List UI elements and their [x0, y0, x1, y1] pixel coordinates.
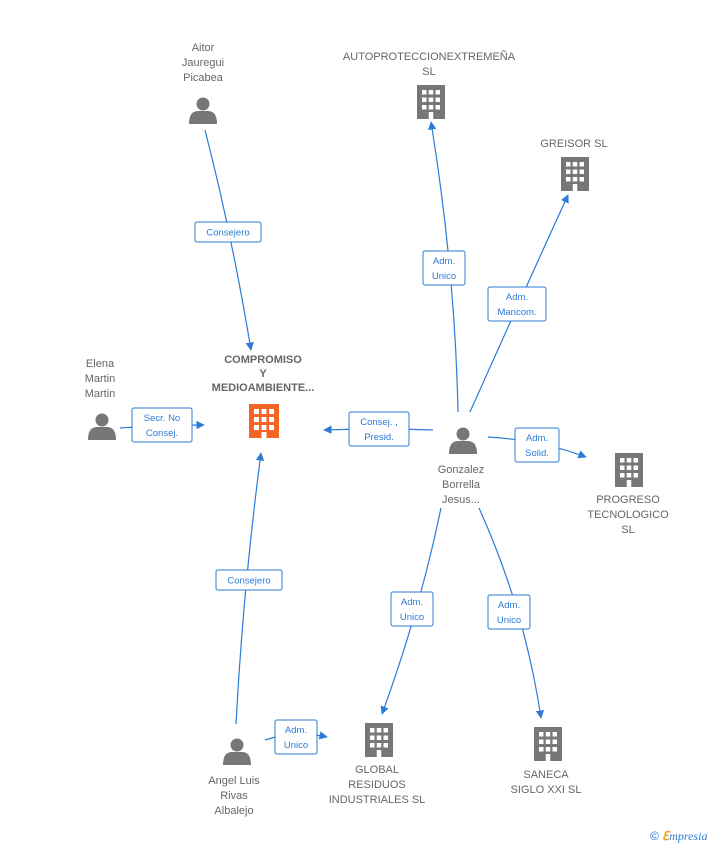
node-saneca[interactable]: SANECA SIGLO XXI SL [511, 727, 582, 796]
edge-label-line: Adm. [506, 292, 528, 303]
edge-label-line: Consejero [206, 228, 249, 239]
node-label-line: PROGRESO [596, 494, 660, 506]
edge-label-line: Unico [432, 271, 456, 282]
edge-label-line: Adm. [498, 600, 520, 611]
edge-label-aitor-main[interactable]: Consejero [194, 221, 262, 243]
building-icon [417, 85, 445, 119]
brand-footer[interactable]: © ℇmpresia [650, 829, 707, 844]
node-label-line: Borrella [442, 479, 481, 491]
node-label-line: SL [422, 66, 435, 78]
node-label-line: Elena [86, 358, 115, 370]
edge-label-line: Unico [497, 615, 521, 626]
edge-label-line: Consejero [227, 576, 270, 587]
node-global[interactable]: GLOBAL RESIDUOS INDUSTRIALES SL [329, 723, 426, 806]
edge-label-line: Unico [400, 612, 424, 623]
edge-label-line: Unico [284, 740, 308, 751]
node-progreso[interactable]: PROGRESO TECNOLOGICO SL [587, 453, 669, 536]
edge-label-line: Consej. , [360, 417, 398, 428]
node-greisor[interactable]: GREISOR SL [540, 138, 608, 191]
node-label-line: MEDIOAMBIENTE... [212, 382, 315, 394]
person-icon [189, 97, 217, 124]
edge-label-elena-main[interactable]: Secr. No Consej. [131, 407, 193, 443]
person-icon [88, 413, 116, 440]
edge-label-line: Adm. [401, 597, 423, 608]
edge-label-line: Adm. [526, 433, 548, 444]
building-icon [561, 157, 589, 191]
node-elena[interactable]: Elena Martin Martin [85, 358, 116, 440]
node-label-line: Martin [85, 388, 116, 400]
node-label-line: SIGLO XXI SL [511, 784, 582, 796]
node-label-line: GLOBAL [355, 764, 399, 776]
node-label-line: Picabea [183, 72, 224, 84]
node-label-line: RESIDUOS [348, 779, 405, 791]
person-icon [223, 738, 251, 765]
node-main[interactable]: COMPROMISO Y MEDIOAMBIENTE... [212, 354, 315, 438]
node-label-line: Jesus... [442, 494, 480, 506]
building-icon [534, 727, 562, 761]
node-label-line: Aitor [192, 42, 215, 54]
person-icon [449, 427, 477, 454]
building-icon [365, 723, 393, 757]
edge-label-angel-main[interactable]: Consejero [215, 569, 283, 591]
node-label-line: TECNOLOGICO [587, 509, 669, 521]
edge-label-line: Adm. [285, 725, 307, 736]
edge-label-line: Presid. [364, 432, 394, 443]
node-label-line: Martin [85, 373, 116, 385]
node-autoproteccion[interactable]: AUTOPROTECCIONEXTREMEÑA SL [343, 50, 516, 119]
node-label-line: SL [621, 524, 634, 536]
node-label-line: Albalejo [214, 805, 253, 817]
edge-label-angel-global[interactable]: Adm. Unico [274, 719, 318, 755]
node-label-line: Gonzalez [438, 464, 484, 476]
edge-label-line: Solid. [525, 448, 549, 459]
building-icon [249, 404, 279, 438]
edge-label-line: Consej. [146, 428, 178, 439]
edge-label-gonzalez-saneca[interactable]: Adm. Unico [487, 594, 531, 630]
node-label-line: Y [259, 368, 267, 380]
edge-label-gonzalez-main[interactable]: Consej. , Presid. [348, 411, 410, 447]
node-label-line: INDUSTRIALES SL [329, 794, 426, 806]
edge-label-line: Adm. [433, 256, 455, 267]
edge-label-line: Mancom. [497, 307, 536, 318]
node-label-line: Rivas [220, 790, 248, 802]
node-angel[interactable]: Angel Luis Rivas Albalejo [208, 738, 260, 818]
brand-name: mpresia [669, 829, 708, 843]
copyright-icon: © [650, 829, 659, 843]
node-label-line: Jauregui [182, 57, 224, 69]
node-aitor[interactable]: Aitor Jauregui Picabea [182, 42, 224, 124]
node-label-line: AUTOPROTECCIONEXTREMEÑA [343, 50, 516, 63]
node-label-line: SANECA [523, 769, 569, 781]
brand-initial: ℇ [661, 829, 670, 843]
node-label-line: GREISOR SL [540, 138, 607, 150]
edge-label-gonzalez-greisor[interactable]: Adm. Mancom. [487, 286, 547, 322]
edge-label-gonzalez-progreso[interactable]: Adm. Solid. [514, 427, 560, 463]
node-label-line: Angel Luis [208, 775, 260, 787]
node-label-line: COMPROMISO [224, 354, 302, 366]
node-gonzalez[interactable]: Gonzalez Borrella Jesus... [438, 427, 484, 507]
edge-label-gonzalez-global[interactable]: Adm. Unico [390, 591, 434, 627]
edge-label-line: Secr. No [144, 413, 180, 424]
building-icon [615, 453, 643, 487]
edge-label-gonzalez-autoproteccion[interactable]: Adm. Unico [422, 250, 466, 286]
